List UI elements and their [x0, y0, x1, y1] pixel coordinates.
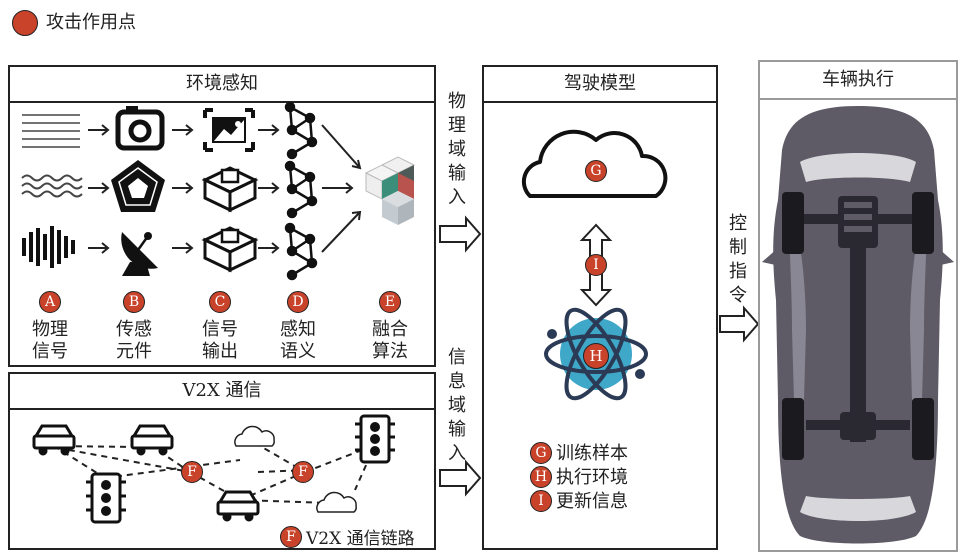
badge-D: D: [287, 291, 309, 313]
network-icon-2: [284, 160, 318, 219]
info-input-label: 信 息 域 输 入: [448, 347, 466, 464]
control-arrow: [719, 305, 760, 343]
camera-top: [126, 106, 138, 114]
row2-arrows: [88, 182, 280, 194]
3d-box-icon-2: [201, 226, 259, 273]
car-icon-1: [32, 424, 76, 456]
badge-E: E: [379, 291, 401, 313]
caption-C-line2: 输出: [202, 341, 238, 362]
badge-C: C: [209, 291, 231, 313]
v2x-link-legend-badge: F: [280, 526, 302, 548]
radar-sensor-icon: [111, 160, 165, 212]
wave-icon: [21, 174, 83, 198]
model-badge-G: G: [585, 160, 607, 182]
badge-A: A: [39, 291, 61, 313]
traffic-light-icon-1: [86, 472, 126, 524]
cloud-icon-small-2: [316, 491, 357, 513]
caption-D-line2: 语义: [280, 341, 316, 362]
fusion-cubes-icon: [364, 156, 416, 225]
model-badge-H: H: [583, 343, 609, 369]
model-legend-label-G: 训练样本: [556, 443, 628, 464]
model-legend-badge-G: G: [530, 442, 552, 464]
model-title: 驾驶模型: [484, 67, 716, 103]
model-legend-badge-H: H: [530, 466, 552, 488]
image-frame-icon: [203, 108, 255, 152]
caption-B-line2: 元件: [116, 341, 152, 362]
v2x-badge-F-2: F: [292, 461, 314, 483]
caption-C-line1: 信号: [202, 319, 238, 340]
v2x-title: V2X 通信: [10, 374, 434, 410]
control-command-label: 控 制 指 令: [729, 213, 747, 306]
network-icon-1: [284, 101, 318, 160]
signal-lines-icon: [22, 114, 80, 148]
model-badge-I: I: [585, 254, 607, 276]
caption-D-line1: 感知: [280, 319, 316, 340]
caption-B-line1: 传感: [116, 319, 152, 340]
traffic-light-icon-2: [355, 414, 395, 464]
row1-arrows: [88, 124, 280, 136]
legend-label: 攻击作用点: [46, 12, 136, 33]
physical-input-label: 物 理 域 输 入: [448, 91, 466, 208]
caption-E-line2: 算法: [372, 341, 408, 362]
vehicle-title: 车辆执行: [760, 62, 956, 100]
model-legend-label-H: 执行环境: [556, 467, 628, 488]
car-icon-3: [216, 490, 260, 522]
fusion-arrows: [321, 124, 362, 253]
env-title: 环境感知: [10, 67, 434, 103]
caption-A-line1: 物理: [32, 319, 68, 340]
model-legend-label-I: 更新信息: [556, 491, 628, 512]
3d-box-icon-1: [201, 166, 259, 213]
vehicle-panel: 车辆执行: [758, 60, 958, 552]
v2x-link-label: V2X 通信链路: [306, 529, 415, 549]
caption-A-line2: 信号: [32, 341, 68, 362]
camera-icon: [115, 109, 165, 151]
legend-badge: [12, 10, 38, 36]
v2x-badge-F-1: F: [181, 461, 203, 483]
caption-E-line1: 融合: [372, 319, 408, 340]
model-legend-badge-I: I: [530, 490, 552, 512]
sound-wave-icon: [22, 226, 75, 268]
driving-model-panel: 驾驶模型: [482, 65, 718, 550]
satellite-dish-icon: [121, 232, 158, 276]
physical-input-arrow: [439, 215, 482, 253]
car-icon-2: [130, 424, 174, 456]
info-input-arrow: [439, 459, 482, 497]
network-icon-3: [284, 222, 318, 281]
row3-arrows: [88, 242, 280, 254]
badge-B: B: [123, 291, 145, 313]
cloud-icon-small-1: [234, 425, 275, 447]
